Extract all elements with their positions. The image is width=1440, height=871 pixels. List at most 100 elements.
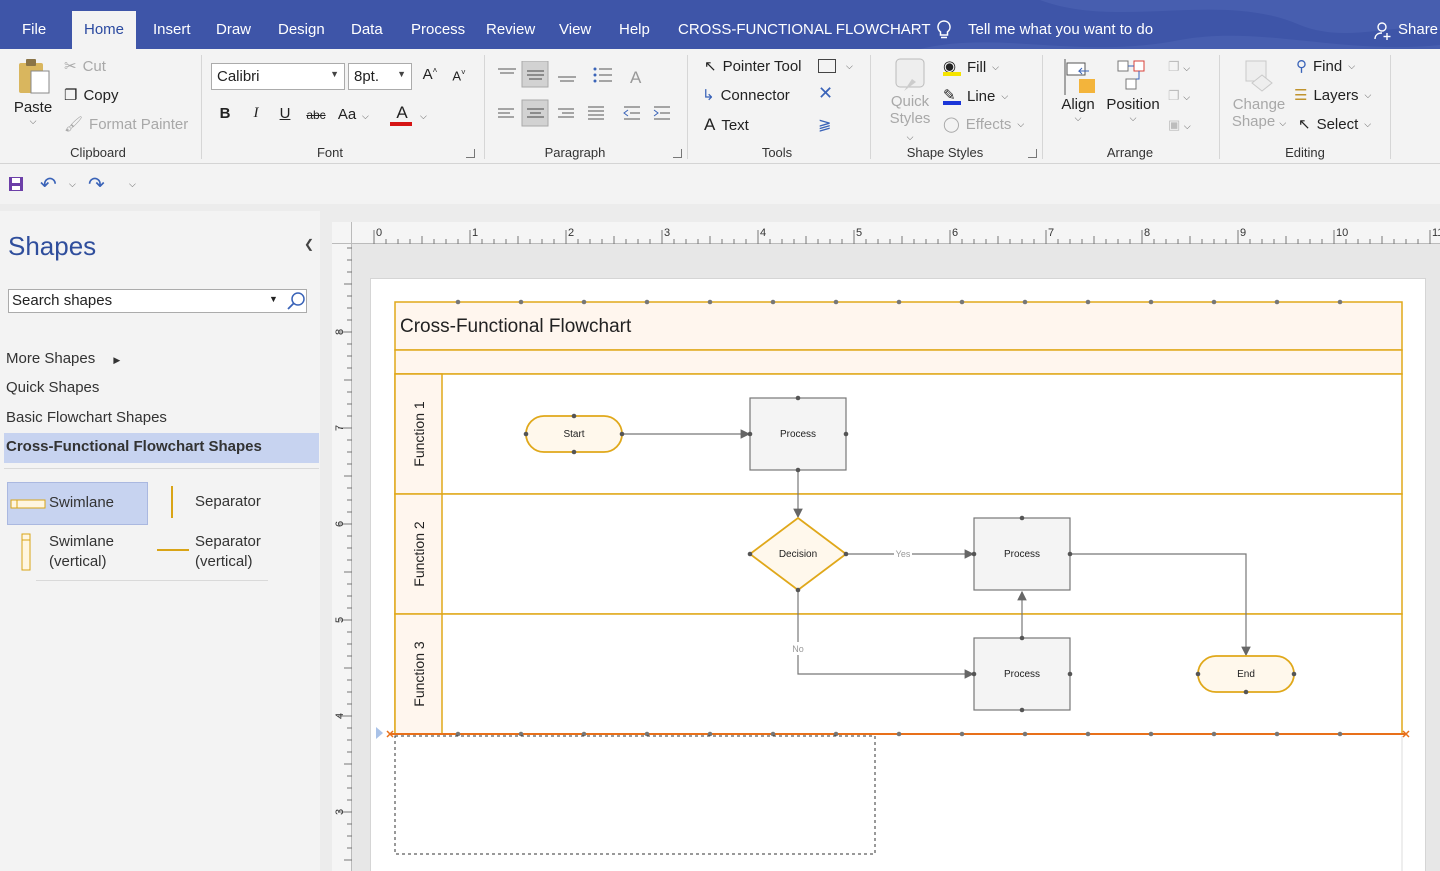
search-shapes-input[interactable]: Search shapes ▼ xyxy=(8,289,307,313)
align-top-icon[interactable] xyxy=(498,69,516,73)
change-shape-button[interactable]: Change Shape ⌵ xyxy=(1230,57,1288,130)
grow-font-icon[interactable]: A˄ xyxy=(418,66,442,83)
selection-handle[interactable] xyxy=(582,300,587,305)
connection-point-icon[interactable]: ✕ xyxy=(818,83,833,104)
selection-handle[interactable] xyxy=(1275,300,1280,305)
selection-handle[interactable] xyxy=(708,300,713,305)
selection-handle[interactable] xyxy=(1275,732,1280,737)
vertical-ruler[interactable]: 876543 xyxy=(332,244,352,871)
selection-handle[interactable] xyxy=(1149,300,1154,305)
send-backward-icon[interactable]: ❐ ⌵ xyxy=(1168,88,1190,104)
align-right-icon[interactable] xyxy=(558,109,574,117)
search-icon[interactable] xyxy=(286,291,306,311)
master-separator[interactable]: Separator xyxy=(165,482,295,525)
redo-icon[interactable]: ↷ xyxy=(88,172,105,197)
stencil-quick-shapes[interactable]: Quick Shapes xyxy=(6,379,99,396)
align-bottom-icon[interactable] xyxy=(558,77,576,81)
share-person-icon[interactable] xyxy=(1374,11,1394,49)
paragraph-dialog-launcher-icon[interactable] xyxy=(673,149,682,158)
bullets-icon[interactable] xyxy=(594,68,613,83)
cut-button[interactable]: ✂Cut xyxy=(64,57,106,75)
selection-handle[interactable] xyxy=(519,300,524,305)
share-button[interactable]: Share xyxy=(1398,11,1438,49)
tab-view[interactable]: View xyxy=(547,11,603,49)
text-tool-button[interactable]: AText xyxy=(704,115,749,135)
selection-handle[interactable] xyxy=(1149,732,1154,737)
tell-me-search[interactable]: Tell me what you want to do xyxy=(968,11,1153,49)
font-color-button[interactable]: A xyxy=(390,103,414,126)
selection-handle[interactable] xyxy=(1338,732,1343,737)
save-icon[interactable] xyxy=(8,176,24,192)
undo-icon[interactable]: ↶ xyxy=(40,172,57,197)
italic-button[interactable]: I xyxy=(244,105,268,122)
selection-handle[interactable] xyxy=(1023,300,1028,305)
decrease-indent-icon[interactable] xyxy=(624,107,640,119)
selection-handle[interactable] xyxy=(645,300,650,305)
align-button[interactable]: Align ⌵ xyxy=(1056,57,1100,124)
selection-handle[interactable] xyxy=(771,300,776,305)
tab-data[interactable]: Data xyxy=(339,11,395,49)
selection-handle[interactable] xyxy=(897,732,902,737)
tab-review[interactable]: Review xyxy=(474,11,547,49)
bring-forward-icon[interactable]: ❐ ⌵ xyxy=(1168,59,1190,75)
master-separator-vertical[interactable]: Separator(vertical) xyxy=(155,531,295,575)
align-left-icon[interactable] xyxy=(498,109,514,117)
effects-button[interactable]: ◯Effects⌵ xyxy=(943,115,1024,133)
strikethrough-button[interactable]: abc xyxy=(302,108,330,122)
paste-button[interactable]: Paste ⌵ xyxy=(12,55,54,127)
master-swimlane[interactable]: Swimlane xyxy=(7,482,148,525)
tab-process[interactable]: Process xyxy=(399,11,477,49)
underline-button[interactable]: U xyxy=(273,105,297,122)
chevron-down-icon[interactable]: ⌵ xyxy=(420,111,427,122)
chevron-down-icon[interactable]: ▼ xyxy=(269,294,278,304)
text-direction-icon[interactable]: A xyxy=(630,68,642,87)
selection-handle[interactable] xyxy=(960,300,965,305)
collapse-pane-icon[interactable]: ❮ xyxy=(304,237,314,251)
selection-handle[interactable] xyxy=(1212,732,1217,737)
chevron-down-icon[interactable]: ⌵ xyxy=(362,111,369,122)
drawing-page[interactable]: Cross-Functional Flowchart Function 1 Fu… xyxy=(370,278,1426,871)
tab-home[interactable]: Home xyxy=(72,11,136,49)
copy-button[interactable]: ❐Copy xyxy=(64,86,118,104)
selection-handle[interactable] xyxy=(834,300,839,305)
undo-dropdown-icon[interactable]: ⌵ xyxy=(69,179,76,190)
justify-icon[interactable] xyxy=(588,107,604,119)
paste-dropdown-icon[interactable]: ⌵ xyxy=(12,116,54,127)
diagram-title[interactable]: Cross-Functional Flowchart xyxy=(400,316,632,337)
selection-handle[interactable] xyxy=(897,300,902,305)
font-dialog-launcher-icon[interactable] xyxy=(466,149,475,158)
selection-handle[interactable] xyxy=(960,732,965,737)
rectangle-shape-icon[interactable] xyxy=(818,59,836,73)
font-size-combo[interactable]: 8pt.▼ xyxy=(348,63,412,90)
line-button[interactable]: ✎Line⌵ xyxy=(943,86,1008,106)
shape-styles-dialog-launcher-icon[interactable] xyxy=(1028,149,1037,158)
connector-button[interactable]: ↳Connector xyxy=(702,86,790,104)
fill-button[interactable]: ◉Fill⌵ xyxy=(943,57,999,77)
tab-design[interactable]: Design xyxy=(266,11,337,49)
master-swimlane-vertical[interactable]: Swimlane(vertical) xyxy=(7,531,148,575)
tab-file[interactable]: File xyxy=(10,11,58,49)
phase-band[interactable] xyxy=(395,350,1402,374)
stencil-basic-flowchart-shapes[interactable]: Basic Flowchart Shapes xyxy=(6,409,167,426)
lightbulb-icon[interactable] xyxy=(936,11,956,49)
format-painter-button[interactable]: 🖌Format Painter xyxy=(64,115,188,133)
shrink-font-icon[interactable]: A˅ xyxy=(447,68,471,83)
chevron-down-icon[interactable]: ⌵ xyxy=(846,61,853,72)
horizontal-ruler[interactable]: 01234567891011 xyxy=(352,222,1440,244)
selection-handle[interactable] xyxy=(456,300,461,305)
layers-button[interactable]: ☰Layers⌵ xyxy=(1294,86,1371,104)
customize-toolbar-icon[interactable]: ⌵ xyxy=(129,179,136,190)
stencil-more-shapes[interactable]: More Shapes ▶ xyxy=(6,350,120,367)
selection-handle[interactable] xyxy=(1086,732,1091,737)
find-button[interactable]: ⚲Find⌵ xyxy=(1296,57,1355,75)
change-case-button[interactable]: Aa xyxy=(334,106,360,123)
select-button[interactable]: ↖Select⌵ xyxy=(1298,115,1371,133)
crop-tool-icon[interactable]: ⫺ xyxy=(818,114,831,134)
selection-handle[interactable] xyxy=(1023,732,1028,737)
selection-handle[interactable] xyxy=(1338,300,1343,305)
quick-styles-button[interactable]: Quick Styles ⌵ xyxy=(886,57,934,144)
align-middle-button[interactable] xyxy=(522,61,548,87)
group-shapes-icon[interactable]: ▣ ⌵ xyxy=(1168,117,1191,133)
selection-handle[interactable] xyxy=(1212,300,1217,305)
tab-help[interactable]: Help xyxy=(607,11,662,49)
